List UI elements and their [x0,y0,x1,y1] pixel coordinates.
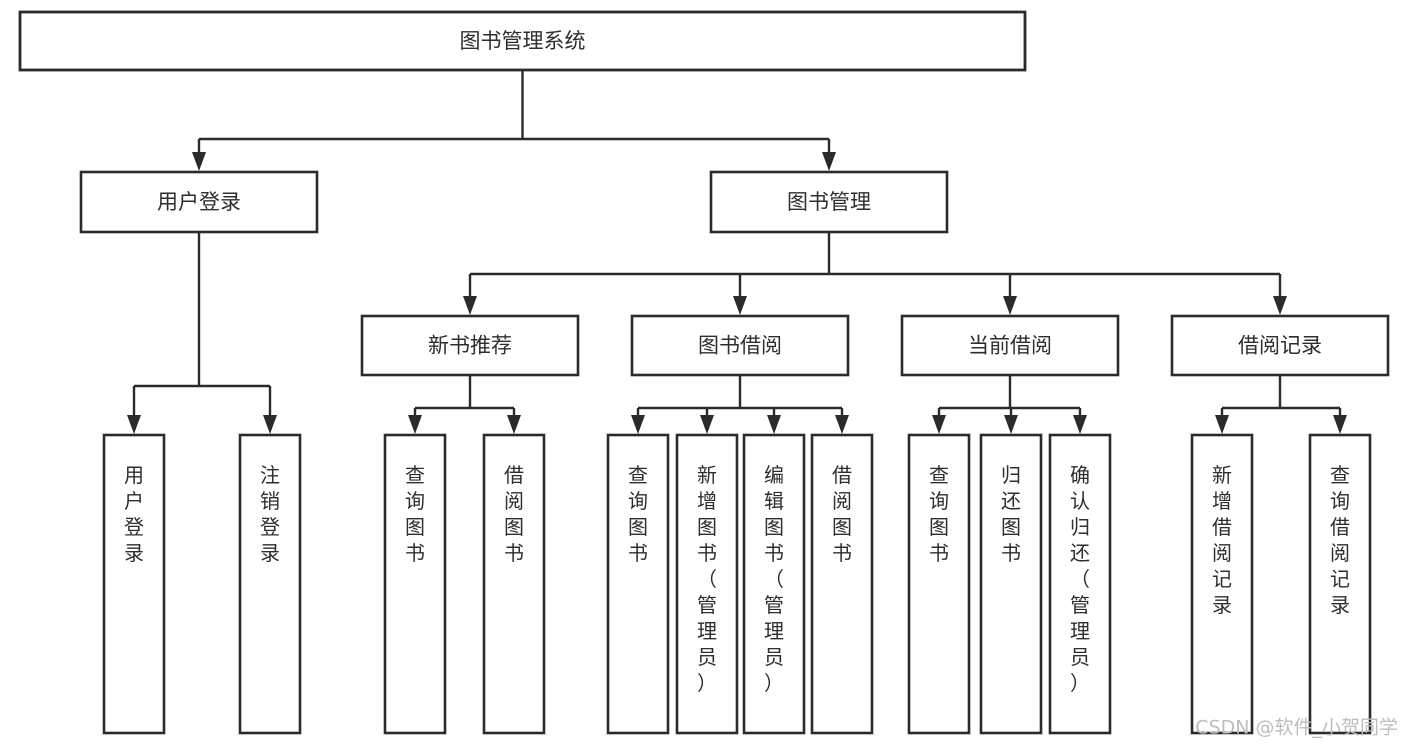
conn-root-arrow-1 [822,152,836,171]
leaf-node-leaf-edit-book-admin[interactable]: 编辑图书（管理员） [742,433,806,735]
conn-root-arrow-0 [192,152,206,171]
leaf-node-leaf-edit-book-admin-label: 编辑图书（管理员） [764,463,784,695]
leaf-node-leaf-query-borrow-record-label: 查询借阅记录 [1330,463,1350,617]
node-new-book-recommend[interactable]: 新书推荐 [360,314,580,377]
leaf-node-leaf-query-book-label: 查询图书 [628,463,648,565]
leaf-node-leaf-logout-label: 注销登录 [260,463,280,565]
node-borrow-record-label: 借阅记录 [1238,334,1322,358]
node-current-borrow-box [900,314,1120,377]
leaf-node-leaf-borrow-book-box [810,433,874,735]
leaf-node-leaf-confirm-return-admin-label: 确认归还（管理员） [1070,463,1090,695]
leaf-node-leaf-query-book-recommend-label: 查询图书 [405,463,425,565]
conn-book-management-arrow-3 [1273,296,1287,315]
leaf-node-leaf-query-book-current-label: 查询图书 [929,463,949,565]
node-new-book-recommend-box [360,314,580,377]
leaf-node-leaf-return-book-box [979,433,1043,735]
leaf-node-leaf-logout-box [238,433,302,735]
conn-borrow-record-arrow-0 [1215,415,1229,434]
conn-book-management-arrow-0 [463,296,477,315]
node-book-borrow[interactable]: 图书借阅 [630,314,850,377]
leaf-node-leaf-return-book-label: 归还图书 [1001,463,1021,565]
leaf-node-leaf-borrow-book-label: 借阅图书 [832,463,852,565]
csdn-watermark: CSDN @软件_小贺同学 [1195,717,1398,739]
conn-current-borrow-arrow-0 [932,415,946,434]
conn-user-login-arrow-0 [127,415,141,434]
node-book-management[interactable]: 图书管理 [709,170,949,234]
leaf-node-leaf-confirm-return-admin-box [1048,433,1112,735]
conn-book-management-arrow-2 [1003,296,1017,315]
node-book-borrow-box [630,314,850,377]
leaf-node-leaf-user-login-label: 用户登录 [124,463,144,565]
leaf-node-leaf-borrow-book-recommend[interactable]: 借阅图书 [482,433,546,735]
connector-lines-layer [127,70,1347,434]
leaf-node-leaf-query-book-recommend[interactable]: 查询图书 [383,433,447,735]
leaf-node-leaf-query-borrow-record[interactable]: 查询借阅记录 [1308,433,1372,735]
node-borrow-record[interactable]: 借阅记录 [1170,314,1390,377]
node-borrow-record-box [1170,314,1390,377]
node-current-borrow[interactable]: 当前借阅 [900,314,1120,377]
leaf-node-leaf-add-borrow-record[interactable]: 新增借阅记录 [1190,433,1254,735]
leaf-node-leaf-query-book-recommend-box [383,433,447,735]
node-book-management-label: 图书管理 [787,190,871,214]
leaf-node-leaf-query-borrow-record-box [1308,433,1372,735]
nodes-layer: 图书管理系统用户登录图书管理新书推荐图书借阅当前借阅借阅记录用户登录注销登录查询… [18,10,1390,735]
node-book-management-box [709,170,949,234]
node-book-borrow-label: 图书借阅 [698,334,782,358]
node-root-label: 图书管理系统 [460,29,586,53]
leaf-node-leaf-edit-book-admin-box [742,433,806,735]
leaf-node-leaf-add-book-admin[interactable]: 新增图书（管理员） [675,433,739,735]
leaf-node-leaf-add-book-admin-box [675,433,739,735]
node-user-login-label: 用户登录 [157,190,241,214]
leaf-node-leaf-add-borrow-record-box [1190,433,1254,735]
node-current-borrow-label: 当前借阅 [968,334,1052,358]
leaf-node-leaf-return-book[interactable]: 归还图书 [979,433,1043,735]
leaf-node-leaf-add-borrow-record-label: 新增借阅记录 [1212,463,1232,617]
conn-borrow-record-arrow-1 [1333,415,1347,434]
conn-current-borrow-arrow-2 [1073,415,1087,434]
leaf-node-leaf-query-book-current-box [907,433,971,735]
node-user-login-box [79,170,319,234]
leaf-node-leaf-add-book-admin-label: 新增图书（管理员） [697,463,717,695]
conn-book-borrow-arrow-1 [700,415,714,434]
leaf-node-leaf-query-book-box [606,433,670,735]
node-new-book-recommend-label: 新书推荐 [428,334,512,358]
conn-new-book-recommend-arrow-0 [408,415,422,434]
leaf-node-leaf-confirm-return-admin[interactable]: 确认归还（管理员） [1048,433,1112,735]
node-root[interactable]: 图书管理系统 [18,10,1027,72]
leaf-node-leaf-logout[interactable]: 注销登录 [238,433,302,735]
conn-book-borrow-arrow-2 [767,415,781,434]
leaf-node-leaf-user-login[interactable]: 用户登录 [102,433,166,735]
leaf-node-leaf-borrow-book-recommend-label: 借阅图书 [504,463,524,565]
leaf-node-leaf-borrow-book-recommend-box [482,433,546,735]
conn-book-borrow-arrow-3 [835,415,849,434]
conn-user-login-arrow-1 [263,415,277,434]
node-user-login[interactable]: 用户登录 [79,170,319,234]
conn-book-management-arrow-1 [733,296,747,315]
leaf-node-leaf-user-login-box [102,433,166,735]
conn-book-borrow-arrow-0 [631,415,645,434]
node-root-box [18,10,1027,72]
leaf-node-leaf-borrow-book[interactable]: 借阅图书 [810,433,874,735]
leaf-node-leaf-query-book[interactable]: 查询图书 [606,433,670,735]
conn-current-borrow-arrow-1 [1004,415,1018,434]
conn-new-book-recommend-arrow-1 [507,415,521,434]
leaf-node-leaf-query-book-current[interactable]: 查询图书 [907,433,971,735]
